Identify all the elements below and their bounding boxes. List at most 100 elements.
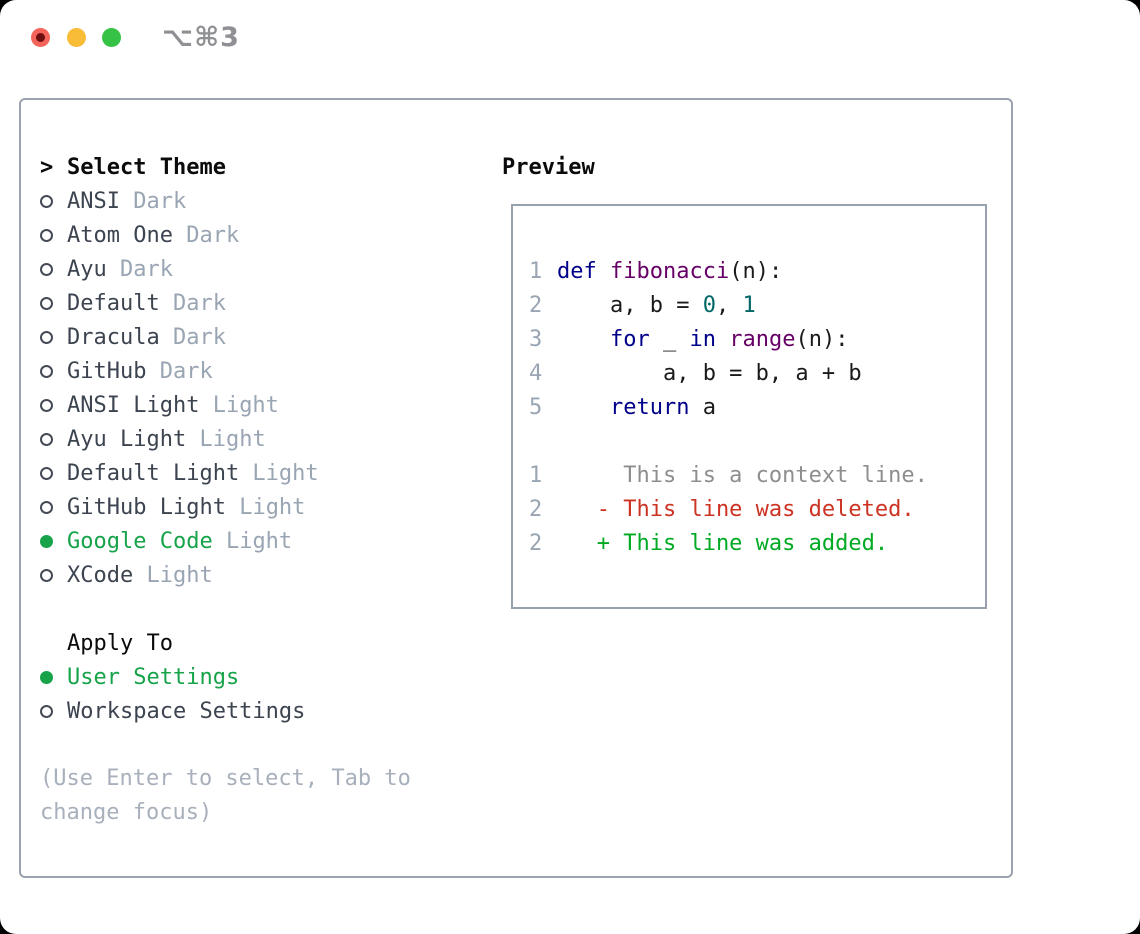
- theme-name: Default: [67, 290, 160, 316]
- theme-option[interactable]: XCode Light: [40, 558, 460, 592]
- theme-option[interactable]: Atom One Dark: [40, 218, 460, 252]
- help-text: (Use Enter to select, Tab to change focu…: [40, 766, 411, 825]
- theme-option[interactable]: ANSI Dark: [40, 184, 460, 218]
- theme-name: ANSI Light: [67, 392, 200, 418]
- code-segment: 1: [742, 293, 756, 318]
- apply-to-label: Workspace Settings: [67, 698, 306, 724]
- code-segment: def: [557, 259, 597, 284]
- theme-option[interactable]: ANSI Light Light: [40, 388, 460, 422]
- radio-icon: [40, 500, 53, 514]
- theme-variant-label: Light: [239, 460, 319, 486]
- selected-radio-icon: [40, 534, 53, 548]
- marker: [40, 568, 67, 582]
- theme-option[interactable]: Google Code Light: [40, 524, 460, 558]
- code-segment: return: [609, 395, 690, 420]
- theme-variant-label: Dark: [106, 256, 173, 282]
- marker: [40, 534, 67, 548]
- radio-icon: [40, 262, 53, 276]
- theme-variant-label: Dark: [146, 358, 213, 384]
- code-segment: [597, 259, 610, 284]
- marker: [40, 262, 67, 276]
- theme-name: Ayu: [67, 256, 107, 282]
- theme-variant-label: Dark: [159, 324, 226, 350]
- minimize-button-icon[interactable]: [67, 28, 86, 47]
- radio-icon: [40, 568, 53, 582]
- marker: [40, 330, 67, 344]
- code-segment: [557, 327, 610, 352]
- code-segment: in: [689, 327, 716, 352]
- code-segment: a, b =: [557, 293, 703, 318]
- marker: [40, 466, 67, 480]
- code-segment: range: [729, 327, 796, 352]
- theme-option[interactable]: Ayu Light Light: [40, 422, 460, 456]
- code-segment: a: [689, 395, 716, 420]
- apply-to-header: Apply To: [40, 626, 460, 660]
- radio-icon: [40, 330, 53, 344]
- diff-line-added: 2 + This line was added.: [529, 527, 985, 561]
- code-segment: [716, 327, 729, 352]
- diff-preview: 1 This is a context line.2 - This line w…: [529, 459, 985, 561]
- diff-line-deleted: 2 - This line was deleted.: [529, 493, 985, 527]
- apply-to-option[interactable]: User Settings: [40, 660, 460, 694]
- marker: [40, 500, 67, 514]
- theme-name: Default Light: [67, 460, 240, 486]
- marker: [40, 398, 67, 412]
- code-segment: fibonacci: [610, 259, 730, 284]
- theme-name: XCode: [67, 562, 134, 588]
- marker: [40, 194, 67, 208]
- window-shortcut-label: ⌥⌘3: [162, 22, 240, 53]
- theme-variant-label: Light: [133, 562, 213, 588]
- theme-name: Ayu Light: [67, 426, 187, 452]
- theme-variant-label: Light: [199, 392, 279, 418]
- theme-variant-label: Light: [212, 528, 293, 554]
- line-number: 5: [529, 395, 543, 420]
- radio-icon: [40, 228, 53, 242]
- theme-option[interactable]: Dracula Dark: [40, 320, 460, 354]
- marker: [40, 228, 67, 242]
- line-number: 2: [529, 531, 543, 556]
- theme-variant-label: Light: [225, 494, 306, 520]
- zoom-button-icon[interactable]: [102, 28, 121, 47]
- titlebar: ⌥⌘3: [0, 0, 1140, 75]
- code-line: 3 for _ in range(n):: [529, 323, 985, 357]
- line-number: 2: [529, 293, 543, 318]
- theme-variant-label: Dark: [119, 188, 187, 214]
- radio-icon: [40, 432, 53, 446]
- code-line: 5 return a: [529, 391, 985, 425]
- diff-line-context: 1 This is a context line.: [529, 459, 985, 493]
- prompt-caret-icon: >: [40, 154, 54, 180]
- theme-option[interactable]: Default Dark: [40, 286, 460, 320]
- code-segment: for: [609, 327, 650, 352]
- theme-name: GitHub Light: [67, 494, 226, 520]
- theme-option[interactable]: Ayu Dark: [40, 252, 460, 286]
- diff-text: This is a context line.: [557, 463, 928, 488]
- code-segment: [557, 395, 610, 420]
- theme-name: Google Code: [67, 528, 213, 554]
- code-line: 4 a, b = b, a + b: [529, 357, 985, 391]
- line-number: 1: [529, 463, 543, 488]
- apply-to-option[interactable]: Workspace Settings: [40, 694, 460, 728]
- theme-name: Dracula: [67, 324, 160, 350]
- theme-variant-label: Dark: [159, 290, 226, 316]
- line-number: 2: [529, 497, 543, 522]
- theme-option[interactable]: GitHub Dark: [40, 354, 460, 388]
- radio-icon: [40, 704, 53, 718]
- apply-to-label: User Settings: [67, 664, 240, 690]
- theme-variant-label: Dark: [172, 222, 240, 248]
- close-button-icon[interactable]: [31, 28, 50, 47]
- theme-option[interactable]: GitHub Light Light: [40, 490, 460, 524]
- marker: [40, 296, 67, 310]
- marker: [40, 364, 67, 378]
- theme-option[interactable]: Default Light Light: [40, 456, 460, 490]
- code-segment: a, b = b, a + b: [557, 361, 862, 386]
- radio-icon: [40, 364, 53, 378]
- radio-icon: [40, 466, 53, 480]
